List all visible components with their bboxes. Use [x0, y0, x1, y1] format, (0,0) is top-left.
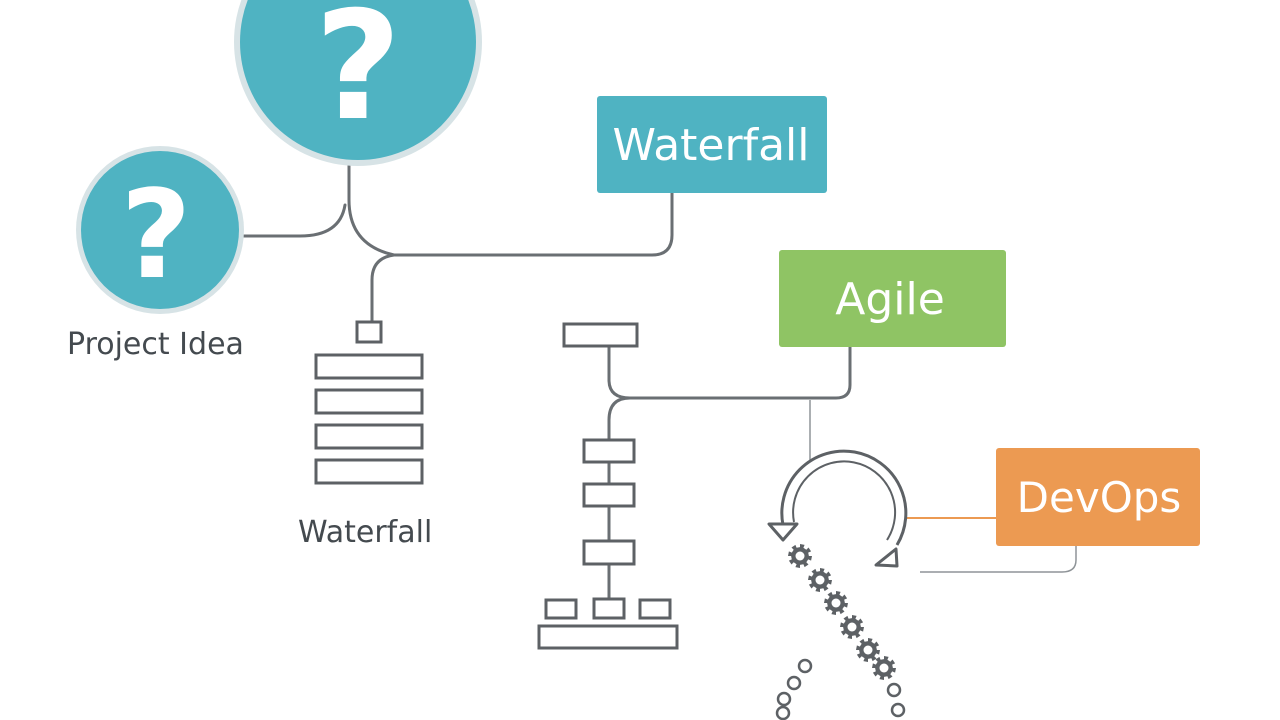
agile-chain-sub-3 — [638, 598, 672, 620]
loop-arc-outer — [780, 449, 908, 546]
agile-chain-step-1 — [582, 438, 636, 464]
gear-hub-3 — [831, 598, 841, 608]
agile-chain-step-2 — [582, 482, 636, 508]
loop-arrowhead-left — [767, 522, 799, 542]
gear-hub-1 — [795, 551, 805, 561]
connector-agile-branch — [607, 345, 852, 442]
gear-hub-5 — [863, 645, 873, 655]
chain-ring-4 — [775, 705, 791, 720]
waterfall-box — [597, 96, 827, 193]
gear-hub-4 — [847, 622, 857, 632]
connector-devops-lower — [920, 546, 1077, 573]
connector-lines — [240, 163, 852, 601]
devops-loop-icon — [767, 449, 908, 568]
connector-thin-lines — [809, 400, 1077, 573]
loop-arrowhead-right — [874, 547, 899, 568]
devops-box-label: DevOps — [1017, 473, 1182, 522]
waterfall-stack-top — [355, 320, 383, 344]
big-question-circle — [240, 0, 476, 160]
waterfall-icon-label: Waterfall — [298, 515, 433, 550]
agile-box — [779, 250, 1006, 347]
agile-chain-step-3 — [582, 539, 636, 566]
connector-project-idea-trunk — [240, 203, 347, 238]
project-idea-circle — [81, 151, 239, 309]
agile-chain-icon — [537, 322, 679, 650]
agile-chain-top — [562, 322, 639, 348]
waterfall-stack-bar-4 — [314, 458, 424, 485]
chain-ring-3 — [776, 691, 792, 707]
agile-box-node[interactable]: Agile — [779, 250, 1006, 347]
waterfall-stack-icon — [314, 320, 424, 485]
ring-chain-icon — [775, 658, 906, 720]
agile-chain-base — [537, 624, 679, 650]
connector-agile-top-box — [607, 344, 632, 400]
chain-ring-2 — [786, 675, 802, 691]
project-idea-node[interactable]: ? — [76, 146, 244, 314]
gear-hub-2 — [815, 575, 825, 585]
loop-arc-inner — [792, 460, 897, 541]
agile-chain-sub-1 — [544, 598, 578, 620]
waterfall-box-label: Waterfall — [613, 120, 810, 171]
devops-box — [996, 448, 1200, 546]
chain-ring-1 — [797, 658, 813, 674]
connector-trunk-waterfall-icon — [370, 253, 396, 324]
chain-ring-5 — [886, 682, 902, 698]
gear-hub-6 — [879, 663, 889, 673]
big-question-icon: ? — [314, 0, 401, 154]
agile-box-label: Agile — [835, 274, 945, 325]
waterfall-box-node[interactable]: Waterfall — [597, 96, 827, 193]
chain-ring-6 — [890, 702, 906, 718]
big-question-node[interactable]: ? — [234, 0, 482, 166]
project-idea-label: Project Idea — [67, 327, 244, 362]
waterfall-stack-bar-1 — [314, 353, 424, 380]
waterfall-stack-bar-3 — [314, 423, 424, 450]
devops-box-node[interactable]: DevOps — [996, 448, 1200, 546]
project-idea-icon: ? — [121, 164, 192, 306]
gear-chain-icon — [788, 544, 896, 680]
agile-chain-sub-2 — [592, 597, 626, 620]
waterfall-stack-bar-2 — [314, 388, 424, 415]
